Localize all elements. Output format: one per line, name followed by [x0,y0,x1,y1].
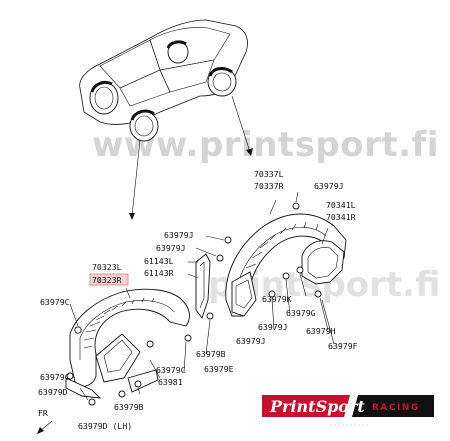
label-70337R: 70337R [254,181,284,191]
label-63979E: 63979E [204,364,234,374]
label-63979B-low: 63979B [114,402,144,412]
label-70341R: 70341R [326,212,356,222]
logo-subtext: RACING [372,403,420,413]
part-labels: 70337L 70337R 63979J 70341L 70341R 63979… [38,169,358,431]
label-63979J-b: 63979J [156,243,186,253]
fr-arrow-icon [37,427,44,434]
printsport-logo: PrintSport RACING [262,395,434,426]
label-63979F: 63979F [328,341,358,351]
front-direction-marker: FR [37,408,53,434]
label-70323R: 70323R [92,275,122,285]
label-63979J-a: 63979J [164,230,194,240]
label-63979G: 63979G [286,308,316,318]
label-61143R: 61143R [144,268,174,278]
label-63979J-d: 63979J [236,336,266,346]
highlight-70323R [89,273,129,286]
logo-text: PrintSport [269,397,365,416]
label-63981: 63981 [158,377,183,387]
bracket-61143 [187,253,211,319]
front-fender-liner [65,287,214,406]
label-63979C-low: 63979C [40,372,70,382]
label-63979D: 63979D [38,387,68,397]
label-63979B-top: 63979B [196,349,226,359]
leader-arrows [129,95,253,220]
car-illustration [79,19,248,142]
label-63979H: 63979H [306,326,336,336]
label-70337L: 70337L [254,169,284,179]
fr-label: FR [38,408,48,418]
label-63979J-c: 63979J [258,322,288,332]
label-63979C-top: 63979C [40,297,70,307]
label-70341L: 70341L [326,200,356,210]
label-63979K: 63979K [262,294,292,304]
label-61143L: 61143L [144,256,174,266]
rear-fender-liner [195,191,347,345]
label-70323L: 70323L [92,262,122,272]
label-63979D-LH: 63979D (LH) [78,421,132,431]
label-63979J-top: 63979J [314,181,344,191]
label-63979C-mid: 63979C [156,365,186,375]
